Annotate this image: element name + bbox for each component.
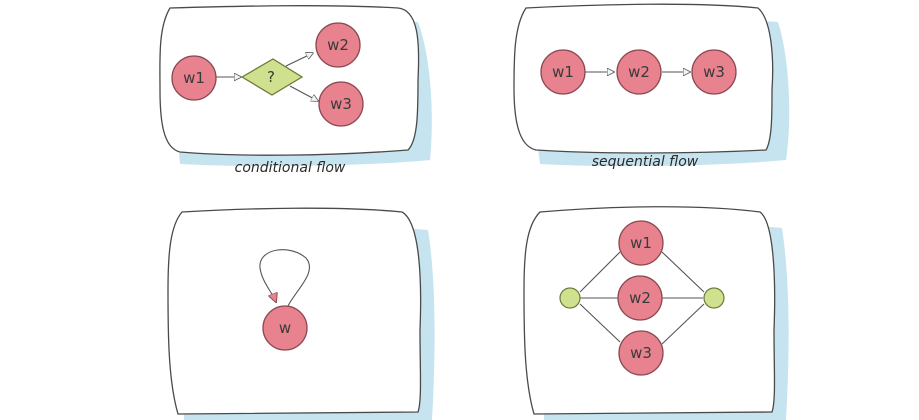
svg-text:w1: w1 (552, 63, 574, 81)
join-junction (703, 287, 725, 309)
svg-text:w1: w1 (630, 234, 652, 252)
svg-text:w3: w3 (330, 95, 352, 113)
node-w1: w1 (618, 220, 664, 266)
node-w2: w2 (617, 275, 663, 321)
edge-split-to-w3 (579, 303, 621, 343)
split-junction (559, 287, 581, 309)
caption-sequential-flow: sequential flow (592, 154, 699, 170)
panel-sequential-flow: w1 w2 w3 sequential flow (513, 3, 790, 170)
node-w1: w1 (540, 49, 586, 95)
svg-text:w3: w3 (703, 63, 725, 81)
svg-text:w2: w2 (628, 63, 650, 81)
panel-fill-overlay (184, 212, 410, 377)
decision-node: ? (240, 58, 304, 96)
edge-decision-to-w2 (285, 53, 313, 67)
caption-conditional-flow: conditional flow (235, 160, 346, 176)
svg-text:w1: w1 (183, 69, 205, 87)
node-w2: w2 (616, 49, 662, 95)
svg-text:w: w (279, 319, 291, 337)
edge-w3-to-join (661, 303, 705, 345)
panel-parallel: w1 w2 w3 (523, 206, 789, 420)
node-w3: w3 (318, 81, 364, 127)
node-w1: w1 (171, 55, 217, 101)
edge-decision-to-w3 (289, 85, 318, 101)
edge-w1-to-join (661, 251, 705, 293)
node-w3: w3 (691, 49, 737, 95)
svg-text:w2: w2 (327, 36, 349, 54)
edge-split-to-w1 (579, 251, 621, 293)
loop-edge (259, 249, 311, 307)
node-w3: w3 (618, 330, 664, 376)
svg-text:w3: w3 (630, 344, 652, 362)
panel-loop: w (167, 207, 435, 420)
svg-text:?: ? (267, 68, 275, 86)
panel-conditional-flow: w1 ? w2 w3 conditional flow (159, 5, 432, 176)
node-w2: w2 (315, 22, 361, 68)
svg-text:w2: w2 (629, 289, 651, 307)
node-w: w (262, 305, 308, 351)
